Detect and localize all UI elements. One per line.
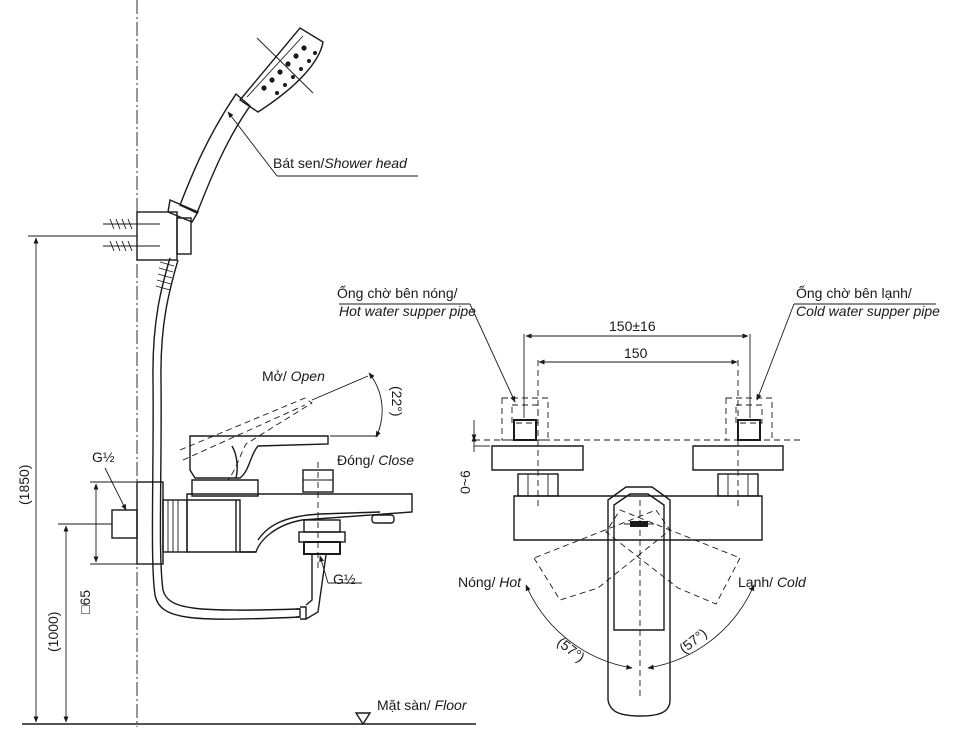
dimension-1000: (1000) bbox=[45, 523, 112, 723]
dim-inner-label: 150 bbox=[624, 345, 648, 361]
shower-head bbox=[167, 27, 324, 223]
front-body bbox=[513, 495, 763, 541]
side-view: Bát sen/Shower head bbox=[16, 0, 476, 727]
floor-label: Mặt sàn/ Floor bbox=[377, 697, 468, 713]
dimension-65: □65 bbox=[77, 481, 137, 614]
square-size-label: □65 bbox=[77, 590, 93, 614]
lever bbox=[179, 397, 329, 481]
open-label: Mở/ Open bbox=[262, 368, 325, 384]
height-total-label: (1850) bbox=[16, 465, 32, 505]
dimension-1850: (1850) bbox=[16, 235, 137, 723]
offset-label: 0~6 bbox=[457, 470, 473, 494]
dim-top-label: 150±16 bbox=[609, 318, 656, 334]
cold-angle-label: (57°) bbox=[676, 625, 710, 656]
close-label: Đóng/ Close bbox=[337, 452, 414, 468]
anchor-bolt-top bbox=[103, 218, 160, 230]
hot-pipe-label-vi: Ống chờ bên nóng/ bbox=[337, 284, 458, 301]
height-mixer-label: (1000) bbox=[45, 612, 61, 652]
open-angle-label: (22°) bbox=[389, 386, 405, 417]
cold-pipe-label-en: Cold water supper pipe bbox=[796, 303, 940, 319]
hot-pipe-fitting bbox=[491, 397, 584, 497]
thread-left-label: G½ bbox=[92, 449, 115, 465]
cold-label: Lạnh/ Cold bbox=[738, 574, 807, 590]
hot-angle-label: (57°) bbox=[554, 634, 588, 665]
cold-pipe-label-vi: Ống chờ bên lạnh/ bbox=[796, 284, 912, 301]
hot-label: Nóng/ Hot bbox=[458, 574, 522, 590]
handle-hot-position bbox=[533, 509, 671, 601]
wall-flange bbox=[111, 481, 188, 565]
mixer-body bbox=[186, 462, 413, 570]
shower-head-label: Bát sen/Shower head bbox=[273, 155, 408, 171]
hot-pipe-label-en: Hot water supper pipe bbox=[339, 303, 476, 319]
anchor-bolt-bottom bbox=[103, 240, 160, 252]
front-view: Ống chờ bên nóng/ Hot water supper pipe … bbox=[337, 284, 940, 717]
shower-hose bbox=[151, 257, 327, 620]
front-handle bbox=[607, 486, 671, 717]
floor-line: Mặt sàn/ Floor bbox=[22, 697, 476, 726]
thread-bottom-label: G½ bbox=[333, 571, 356, 587]
